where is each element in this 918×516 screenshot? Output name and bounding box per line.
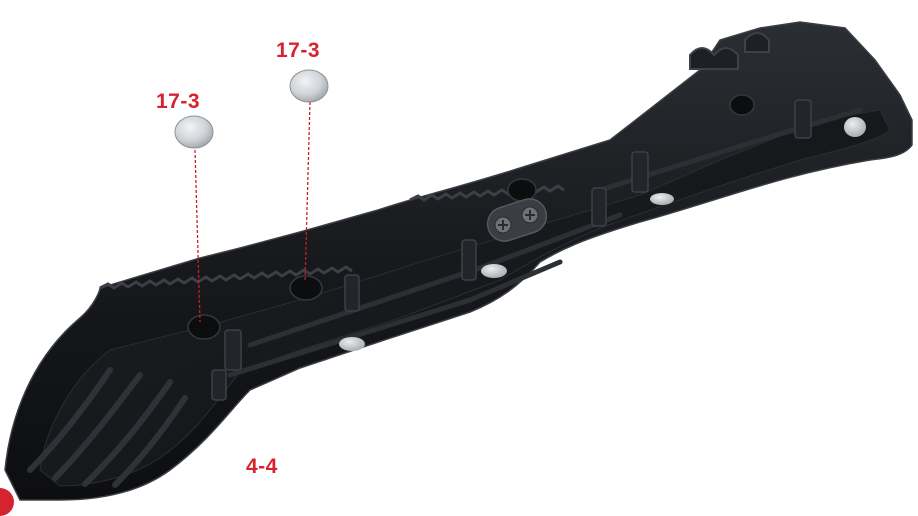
round-magnet-disc-icon <box>289 69 329 103</box>
body-rails <box>227 107 863 378</box>
housing-floor <box>39 109 891 487</box>
metal-pins <box>339 117 866 351</box>
grip-ridges <box>27 367 188 488</box>
end-bosses <box>689 32 770 70</box>
phillips-screw-head-icon <box>521 206 539 224</box>
mounting-posts <box>211 99 812 401</box>
round-magnet-disc-icon <box>174 115 214 149</box>
leader-line-right <box>304 101 311 283</box>
callout-label-magnet-left: 17-3 <box>156 90 201 113</box>
exploded-parts-diagram <box>4 21 913 501</box>
magnet-sockets <box>187 94 755 340</box>
pin-icon <box>339 337 365 351</box>
pin-icon <box>481 264 507 278</box>
housing-rim-right <box>409 184 565 202</box>
exploded-magnets <box>174 69 329 149</box>
housing-rim <box>99 265 353 290</box>
pin-icon <box>650 193 674 205</box>
pin-icon <box>844 117 866 137</box>
leader-line-left <box>194 149 201 323</box>
callout-label-magnet-right: 17-3 <box>276 39 321 62</box>
callout-label-housing: 4-4 <box>246 455 278 478</box>
phillips-screw-head-icon <box>494 216 512 234</box>
leader-lines <box>194 101 311 323</box>
housing-shell <box>4 21 913 501</box>
screw-plate <box>486 198 548 242</box>
